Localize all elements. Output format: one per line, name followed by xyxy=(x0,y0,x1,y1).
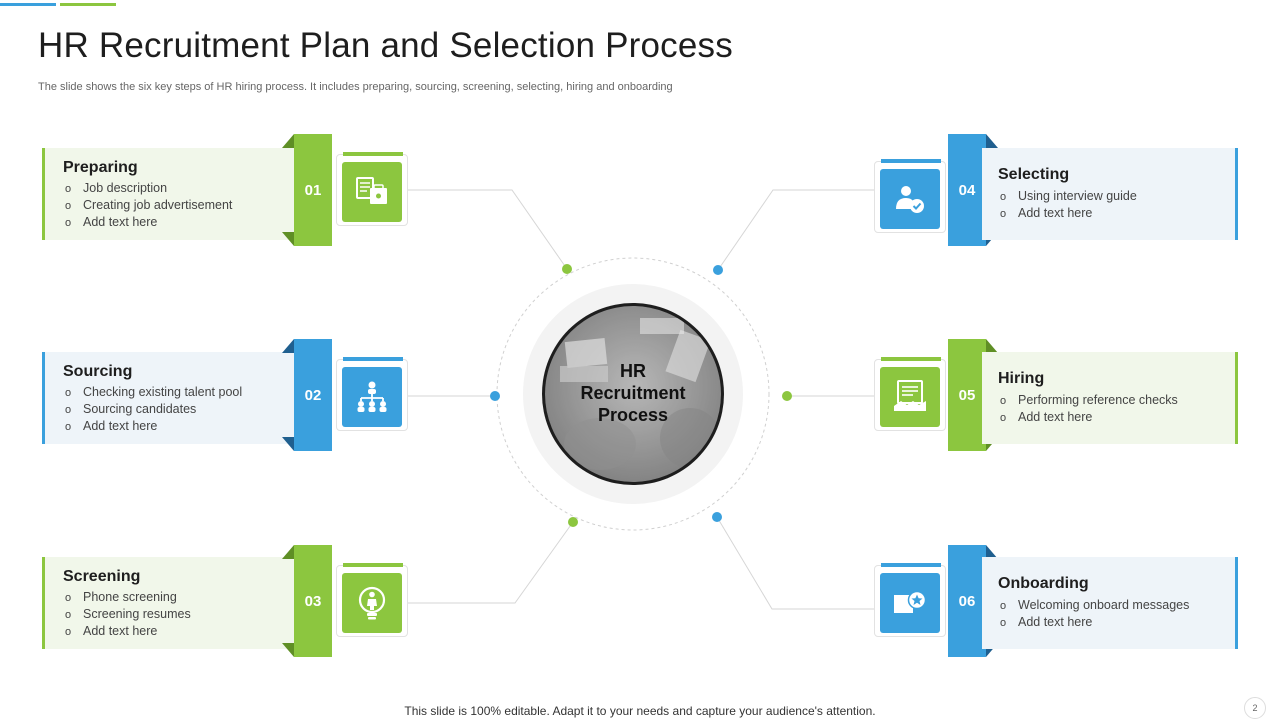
bullet-item: Welcoming onboard messages xyxy=(1000,597,1189,614)
documents-icon xyxy=(342,162,402,222)
step-icon-box-06 xyxy=(874,563,946,637)
step-number-03: 03 xyxy=(282,545,332,657)
step-bullets: Job description Creating job advertiseme… xyxy=(65,180,232,231)
org-chart-icon xyxy=(342,367,402,427)
step-icon-box-03 xyxy=(336,563,408,637)
step-heading: Onboarding xyxy=(998,575,1089,592)
bullet-item: Performing reference checks xyxy=(1000,392,1178,409)
step-card-selecting: Selecting Using interview guide Add text… xyxy=(982,148,1238,240)
connector-04 xyxy=(717,189,874,271)
step-heading: Sourcing xyxy=(63,363,133,380)
step-bullets: Using interview guide Add text here xyxy=(1000,188,1137,222)
icon-accent-bar xyxy=(881,357,941,361)
step-number-04: 04 xyxy=(948,134,998,246)
icon-accent-bar xyxy=(881,159,941,163)
connector-06 xyxy=(716,516,874,610)
icon-accent-bar xyxy=(343,563,403,567)
page-number: 2 xyxy=(1244,697,1266,719)
step-number-05: 05 xyxy=(948,339,998,451)
step-number-02: 02 xyxy=(282,339,332,451)
slide-footer: This slide is 100% editable. Adapt it to… xyxy=(404,704,876,718)
center-label-line2: Recruitment xyxy=(580,383,686,403)
connector-01 xyxy=(408,189,568,270)
connector-dots xyxy=(490,264,792,527)
step-card-preparing: Preparing Job description Creating job a… xyxy=(42,148,298,240)
step-card-onboarding: Onboarding Welcoming onboard messages Ad… xyxy=(982,557,1238,649)
bullet-item: Add text here xyxy=(1000,614,1189,631)
step-icon-box-04 xyxy=(874,159,946,233)
lightbulb-person-icon xyxy=(342,573,402,633)
slide-subtitle: The slide shows the six key steps of HR … xyxy=(38,81,673,93)
center-label-line3: Process xyxy=(597,405,669,425)
bullet-item: Add text here xyxy=(1000,205,1137,222)
user-check-icon xyxy=(880,169,940,229)
top-accent-blue xyxy=(0,3,56,6)
step-heading: Selecting xyxy=(998,166,1070,183)
connector-03 xyxy=(408,521,574,604)
bullet-item: Checking existing talent pool xyxy=(65,384,242,401)
step-card-screening: Screening Phone screening Screening resu… xyxy=(42,557,298,649)
bullet-item: Add text here xyxy=(1000,409,1178,426)
step-heading: Hiring xyxy=(998,370,1045,387)
bullet-item: Job description xyxy=(65,180,232,197)
bullet-item: Screening resumes xyxy=(65,606,191,623)
step-number-06: 06 xyxy=(948,545,998,657)
center-label: HR Recruitment Process xyxy=(560,360,706,426)
step-icon-box-05 xyxy=(874,357,946,431)
step-heading: Preparing xyxy=(63,159,138,176)
icon-accent-bar xyxy=(881,563,941,567)
step-card-hiring: Hiring Performing reference checks Add t… xyxy=(982,352,1238,444)
icon-accent-bar xyxy=(343,152,403,156)
bullet-item: Add text here xyxy=(65,214,232,231)
step-bullets: Performing reference checks Add text her… xyxy=(1000,392,1178,426)
slide-title: HR Recruitment Plan and Selection Proces… xyxy=(38,26,733,65)
center-label-line1: HR xyxy=(620,361,646,381)
icon-accent-bar xyxy=(343,357,403,361)
bullet-item: Add text here xyxy=(65,623,191,640)
step-icon-box-01 xyxy=(336,152,408,226)
top-accent-green xyxy=(60,3,116,6)
step-number-01: 01 xyxy=(282,134,332,246)
step-bullets: Phone screening Screening resumes Add te… xyxy=(65,589,191,640)
step-heading: Screening xyxy=(63,568,141,585)
step-card-sourcing: Sourcing Checking existing talent pool S… xyxy=(42,352,298,444)
step-icon-box-02 xyxy=(336,357,408,431)
bullet-item: Add text here xyxy=(65,418,242,435)
bullet-item: Phone screening xyxy=(65,589,191,606)
badge-star-icon xyxy=(880,573,940,633)
bullet-item: Creating job advertisement xyxy=(65,197,232,214)
step-bullets: Welcoming onboard messages Add text here xyxy=(1000,597,1189,631)
step-bullets: Checking existing talent pool Sourcing c… xyxy=(65,384,242,435)
bullet-item: Sourcing candidates xyxy=(65,401,242,418)
handshake-contract-icon xyxy=(880,367,940,427)
bullet-item: Using interview guide xyxy=(1000,188,1137,205)
center-photo xyxy=(545,306,721,482)
